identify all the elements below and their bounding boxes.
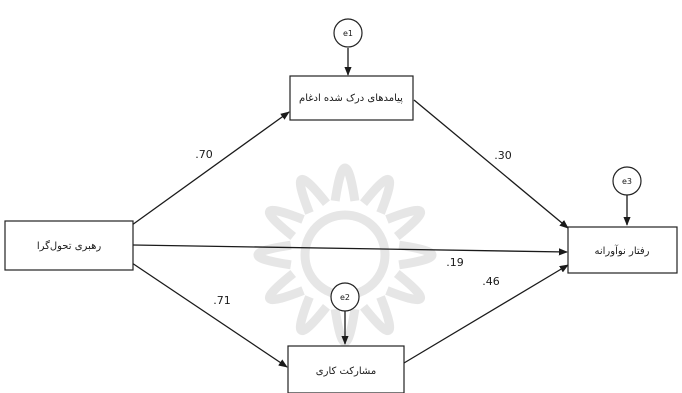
watermark-petal: [335, 168, 355, 201]
node-label-justice: پیامدهای درک شده ادغام: [299, 93, 403, 104]
watermark-petal: [300, 179, 326, 213]
edge-leadership-to-top: [132, 112, 289, 225]
node-label-commitment: مشارکت کاری: [316, 366, 376, 377]
edge-leadership-to-bottom: [132, 263, 287, 367]
watermark-petal: [364, 297, 390, 331]
error-label-e1: e1: [343, 29, 353, 38]
watermark-petal: [387, 210, 421, 236]
watermark-petal: [364, 179, 390, 213]
error-label-e2: e2: [340, 293, 350, 302]
coef-leadership-to-outcome: .19: [446, 256, 464, 269]
error-label-e3: e3: [622, 177, 632, 186]
coef-top-to-outcome: .30: [494, 149, 512, 162]
edge-leadership-to-outcome: [133, 245, 567, 252]
watermark-petal: [269, 210, 303, 236]
edge-top-to-outcome: [414, 100, 568, 228]
node-label-innovation: رفتار نوآورانه: [595, 244, 650, 257]
watermark-petal: [300, 297, 326, 331]
watermark-petal: [387, 274, 421, 300]
node-label-leadership: رهبری تحول‌گرا: [37, 240, 102, 252]
coef-leadership-to-top: .70: [195, 148, 213, 161]
watermark-petal: [269, 274, 303, 300]
coef-leadership-to-bottom: .71: [213, 294, 231, 307]
coef-bottom-to-outcome: .46: [482, 275, 500, 288]
watermark-petal: [399, 245, 432, 265]
